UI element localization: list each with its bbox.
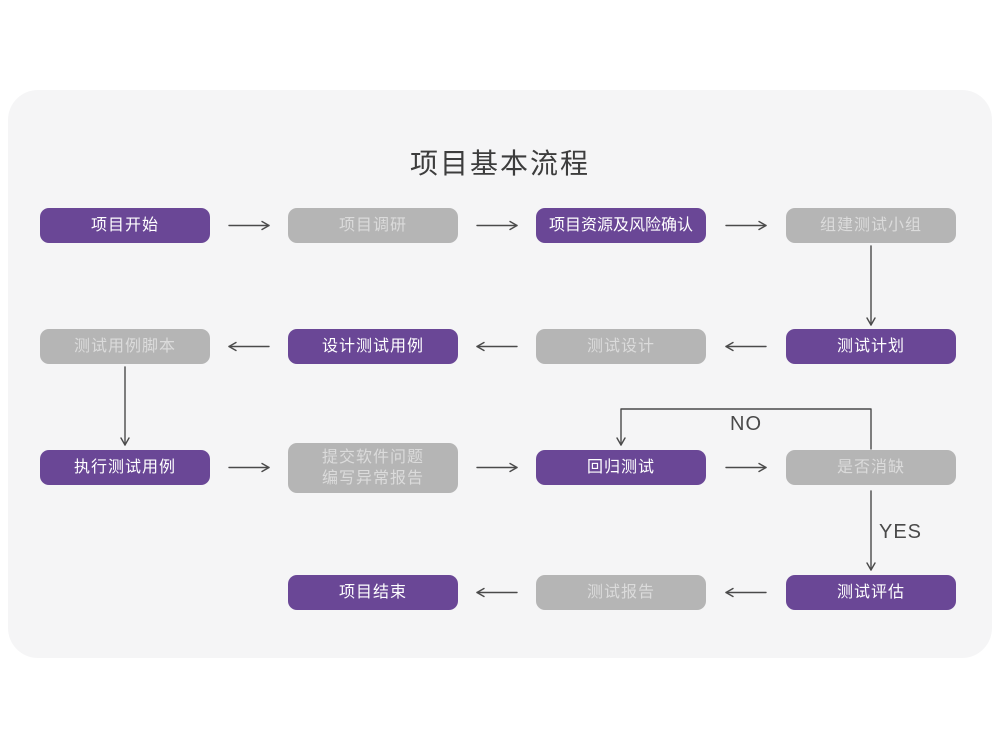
node-label: 测试报告 <box>586 584 655 601</box>
node-project-research: 项目调研 <box>288 208 458 243</box>
node-label: 项目开始 <box>90 217 159 234</box>
node-defect-resolved-check: 是否消缺 <box>786 450 956 485</box>
node-test-plan: 测试计划 <box>786 329 956 364</box>
node-execute-test-cases: 执行测试用例 <box>40 450 210 485</box>
node-test-design: 测试设计 <box>536 329 706 364</box>
edge-label-no: NO <box>730 413 762 435</box>
node-submit-issue-report: 提交软件问题 编写异常报告 <box>288 443 458 493</box>
node-test-evaluation: 测试评估 <box>786 575 956 610</box>
edge-label-yes: YES <box>879 521 923 543</box>
node-label-line1: 提交软件问题 <box>321 449 424 466</box>
node-project-start: 项目开始 <box>40 208 210 243</box>
node-test-report: 测试报告 <box>536 575 706 610</box>
node-test-case-scripts: 测试用例脚本 <box>40 329 210 364</box>
node-label: 测试设计 <box>586 338 655 355</box>
flowchart-card <box>8 90 992 658</box>
node-label: 项目资源及风险确认 <box>548 217 693 234</box>
node-label: 设计测试用例 <box>321 338 424 355</box>
node-label: 项目结束 <box>338 584 407 601</box>
node-regression-test: 回归测试 <box>536 450 706 485</box>
node-label: 组建测试小组 <box>819 217 922 234</box>
node-project-resources-risk: 项目资源及风险确认 <box>536 208 706 243</box>
diagram-title: 项目基本流程 <box>409 148 590 179</box>
node-label: 测试评估 <box>836 584 905 601</box>
node-label: 是否消缺 <box>836 459 905 476</box>
node-label: 测试用例脚本 <box>73 338 176 355</box>
node-label: 项目调研 <box>338 217 407 234</box>
node-label: 执行测试用例 <box>73 459 176 476</box>
node-design-test-cases: 设计测试用例 <box>288 329 458 364</box>
node-label: 回归测试 <box>586 459 655 476</box>
node-label: 测试计划 <box>836 338 905 355</box>
node-project-end: 项目结束 <box>288 575 458 610</box>
node-label-line2: 编写异常报告 <box>321 470 424 487</box>
node-build-test-team: 组建测试小组 <box>786 208 956 243</box>
